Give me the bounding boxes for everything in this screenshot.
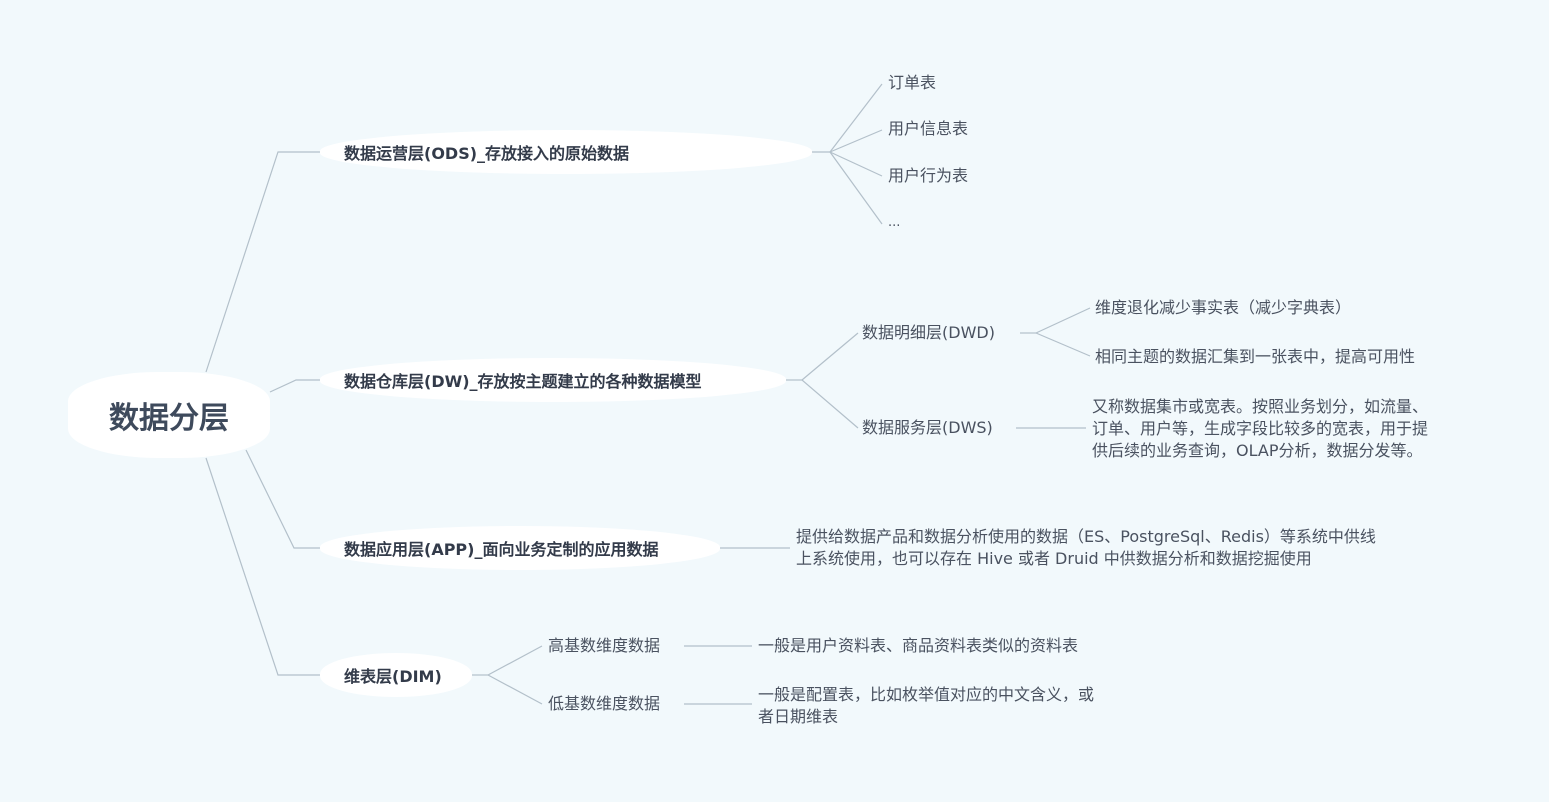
link-dim-low <box>487 674 543 705</box>
ods-child-more[interactable]: ... <box>888 215 901 230</box>
ods-child-behavior[interactable]: 用户行为表 <box>888 166 969 185</box>
app-node[interactable]: 数据应用层(APP)_面向业务定制的应用数据 <box>320 526 720 570</box>
link-dw-dwd <box>801 332 859 381</box>
dim-label: 维表层(DIM) <box>344 667 442 686</box>
dw-node[interactable]: 数据仓库层(DW)_存放按主题建立的各种数据模型 <box>320 358 786 402</box>
link-dwd-c2 <box>1035 332 1091 357</box>
ods-node[interactable]: 数据运营层(ODS)_存放接入的原始数据 <box>320 130 812 174</box>
root-node[interactable]: 数据分层 <box>68 372 270 458</box>
link-dim-high <box>487 645 543 676</box>
link-root-dim <box>205 457 320 676</box>
dws-description-line: 又称数据集市或宽表。按照业务划分，如流量、 <box>1092 397 1429 416</box>
dim-low-description[interactable]: 一般是配置表，比如枚举值对应的中文含义，或 者日期维表 <box>758 684 1178 728</box>
dim-high-node[interactable]: 高基数维度数据 <box>548 636 661 655</box>
dim-low-description-line: 一般是配置表，比如枚举值对应的中文含义，或 <box>758 685 1095 704</box>
dwd-node[interactable]: 数据明细层(DWD) <box>862 323 995 342</box>
dws-description-line: 订单、用户等，生成字段比较多的宽表，用于提 <box>1092 419 1429 438</box>
dim-high-description[interactable]: 一般是用户资料表、商品资料表类似的资料表 <box>758 636 1079 655</box>
dws-node[interactable]: 数据服务层(DWS) <box>862 418 993 437</box>
app-description[interactable]: 提供给数据产品和数据分析使用的数据（ES、PostgreSql、Redis）等系… <box>796 526 1496 570</box>
link-ods-orders <box>829 83 883 153</box>
dws-description-line: 供后续的业务查询，OLAP分析，数据分发等。 <box>1092 441 1423 460</box>
dwd-child-2[interactable]: 相同主题的数据汇集到一张表中，提高可用性 <box>1095 347 1416 366</box>
dw-label: 数据仓库层(DW)_存放按主题建立的各种数据模型 <box>344 372 702 391</box>
dws-description[interactable]: 又称数据集市或宽表。按照业务划分，如流量、 订单、用户等，生成字段比较多的宽表，… <box>1092 396 1492 462</box>
link-ods-more <box>829 151 883 225</box>
link-ods-userinfo <box>829 129 883 153</box>
link-dwd-c1 <box>1035 307 1091 334</box>
dim-low-description-line: 者日期维表 <box>758 707 839 726</box>
link-root-dw <box>269 379 320 393</box>
link-ods-behavior <box>829 151 883 177</box>
ods-child-orders[interactable]: 订单表 <box>888 73 937 92</box>
link-dw-dws <box>801 379 859 429</box>
ods-child-userinfo[interactable]: 用户信息表 <box>888 119 969 138</box>
root-label: 数据分层 <box>109 401 229 436</box>
link-root-ods <box>205 151 320 373</box>
app-label: 数据应用层(APP)_面向业务定制的应用数据 <box>344 540 659 559</box>
app-description-line: 上系统使用，也可以存在 Hive 或者 Druid 中供数据分析和数据挖掘使用 <box>796 549 1312 568</box>
app-description-line: 提供给数据产品和数据分析使用的数据（ES、PostgreSql、Redis）等系… <box>796 527 1376 546</box>
ods-label: 数据运营层(ODS)_存放接入的原始数据 <box>344 144 630 163</box>
dim-low-node[interactable]: 低基数维度数据 <box>548 694 661 713</box>
link-root-app <box>245 449 320 549</box>
dwd-child-1[interactable]: 维度退化减少事实表（减少字典表） <box>1095 298 1352 317</box>
dim-node[interactable]: 维表层(DIM) <box>320 653 472 697</box>
